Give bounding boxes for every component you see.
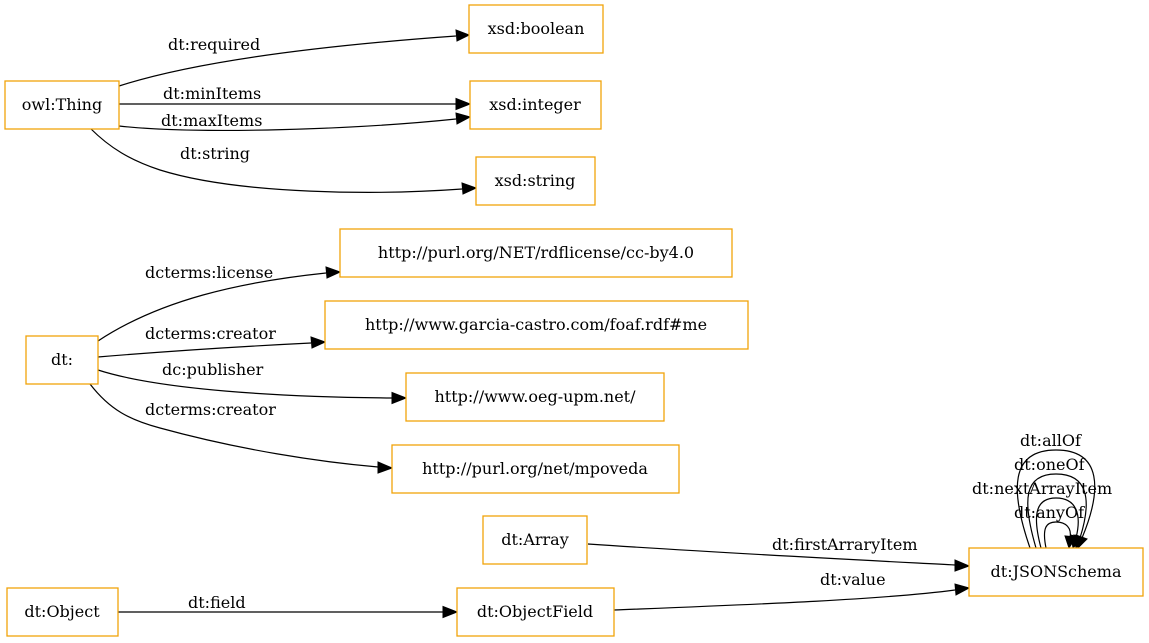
edge-license-line (97, 272, 327, 342)
node-xsd-boolean-box (468, 4, 604, 54)
edge-string: dt:string (89, 127, 478, 195)
edge-creator-2-arrowhead (377, 461, 394, 474)
node-dt-object[interactable]: dt:Object (6, 587, 119, 637)
node-xsd-string-label: xsd:string (495, 171, 576, 190)
node-publisher-uri-label: http://www.oeg-upm.net/ (435, 387, 637, 406)
edge-required-label: dt:required (168, 35, 260, 54)
edge-string-arrowhead (461, 182, 478, 195)
edge-first-array-item-arrowhead (954, 559, 971, 572)
edge-first-array-item: dt:firstArraryItem (587, 535, 971, 572)
edge-one-of-line (1027, 473, 1087, 549)
edge-one-of: dt:oneOf (1014, 455, 1087, 550)
edge-value-label: dt:value (820, 570, 886, 589)
edge-publisher-line (97, 369, 393, 399)
node-creator-uri[interactable]: http://www.garcia-castro.com/foaf.rdf#me (324, 300, 749, 350)
node-dt-array[interactable]: dt:Array (482, 515, 588, 565)
edge-all-of-line (1016, 449, 1096, 549)
edge-creator-1: dcterms:creator (97, 324, 327, 358)
edge-all-of-label: dt:allOf (1020, 431, 1082, 450)
edge-one-of-label: dt:oneOf (1014, 455, 1086, 474)
edge-string-label: dt:string (180, 144, 250, 163)
node-license-uri[interactable]: http://purl.org/NET/rdflicense/cc-by4.0 (339, 228, 733, 278)
node-license-uri-box (339, 228, 733, 278)
edge-license: dcterms:license (97, 263, 342, 342)
node-owl-thing[interactable]: owl:Thing (4, 80, 120, 130)
node-xsd-string-box (475, 156, 596, 206)
edge-value-arrowhead (954, 583, 971, 596)
edge-field-arrowhead (442, 605, 459, 619)
node-dt-array-label: dt:Array (501, 530, 569, 549)
node-xsd-boolean-label: xsd:boolean (488, 19, 585, 38)
edge-any-of: dt:anyOf (1014, 503, 1085, 550)
node-xsd-integer-box (469, 80, 602, 130)
node-dt-jsonschema[interactable]: dt:JSONSchema (968, 547, 1144, 597)
edge-max-items: dt:maxItems (118, 111, 472, 131)
node-dt-label: dt: (51, 350, 73, 369)
edge-value: dt:value (613, 570, 971, 611)
node-dt-jsonschema-label: dt:JSONSchema (991, 562, 1122, 581)
edge-publisher: dc:publisher (97, 360, 408, 405)
node-dt-object-box (6, 587, 119, 637)
edge-creator-2-label: dcterms:creator (145, 400, 276, 419)
edge-any-of-arrowhead (1064, 535, 1077, 550)
edge-any-of-label: dt:anyOf (1014, 503, 1085, 522)
edge-creator-2-line (89, 383, 379, 468)
node-dt-object-label: dt:Object (24, 602, 100, 621)
edge-first-array-item-label: dt:firstArraryItem (772, 535, 918, 554)
node-xsd-integer-label: xsd:integer (489, 95, 581, 114)
node-xsd-boolean[interactable]: xsd:boolean (468, 4, 604, 54)
node-creator-uri-box (324, 300, 749, 350)
edge-creator-1-label: dcterms:creator (145, 324, 276, 343)
node-mpoveda-uri-box (391, 444, 680, 494)
edge-required-arrowhead (455, 29, 471, 42)
edge-creator-2: dcterms:creator (89, 383, 394, 474)
edge-max-items-label: dt:maxItems (161, 111, 262, 130)
edge-next-array-item-label: dt:nextArrayItem (972, 479, 1112, 498)
node-owl-thing-label: owl:Thing (22, 95, 102, 114)
edge-publisher-label: dc:publisher (162, 360, 264, 379)
edge-any-of-line (1043, 521, 1071, 549)
node-mpoveda-uri[interactable]: http://purl.org/net/mpoveda (391, 444, 680, 494)
node-dt-objectfield[interactable]: dt:ObjectField (456, 587, 615, 637)
node-xsd-integer[interactable]: xsd:integer (469, 80, 602, 130)
edge-required-line (118, 35, 457, 87)
edge-creator-1-arrowhead (310, 336, 327, 349)
edge-max-items-line (118, 118, 457, 131)
edge-creator-1-line (97, 342, 312, 358)
node-mpoveda-uri-label: http://purl.org/net/mpoveda (422, 459, 648, 478)
node-dt-objectfield-label: dt:ObjectField (477, 602, 593, 621)
node-license-uri-label: http://purl.org/NET/rdflicense/cc-by4.0 (378, 243, 694, 262)
node-xsd-string[interactable]: xsd:string (475, 156, 596, 206)
node-creator-uri-label: http://www.garcia-castro.com/foaf.rdf#me (365, 315, 707, 334)
edge-required: dt:required (118, 29, 471, 87)
node-dt[interactable]: dt: (25, 335, 99, 385)
edge-min-items: dt:minItems (119, 84, 472, 111)
edge-min-items-label: dt:minItems (163, 84, 261, 103)
node-dt-jsonschema-box (968, 547, 1144, 597)
edge-max-items-arrowhead (455, 112, 472, 125)
edge-license-label: dcterms:license (145, 263, 273, 282)
node-owl-thing-box (4, 80, 120, 130)
edge-field-label: dt:field (188, 593, 246, 612)
edge-next-array-item-line (1035, 497, 1079, 549)
edge-min-items-arrowhead (455, 97, 472, 111)
node-publisher-uri-box (405, 372, 665, 422)
node-dt-objectfield-box (456, 587, 615, 637)
node-dt-box (25, 335, 99, 385)
edge-value-line (613, 589, 956, 611)
edge-publisher-arrowhead (391, 391, 408, 405)
node-dt-array-box (482, 515, 588, 565)
edge-field: dt:field (118, 593, 459, 619)
edge-string-line (89, 127, 463, 193)
node-publisher-uri[interactable]: http://www.oeg-upm.net/ (405, 372, 665, 422)
edge-license-arrowhead (325, 266, 342, 279)
edge-first-array-item-line (587, 543, 956, 566)
